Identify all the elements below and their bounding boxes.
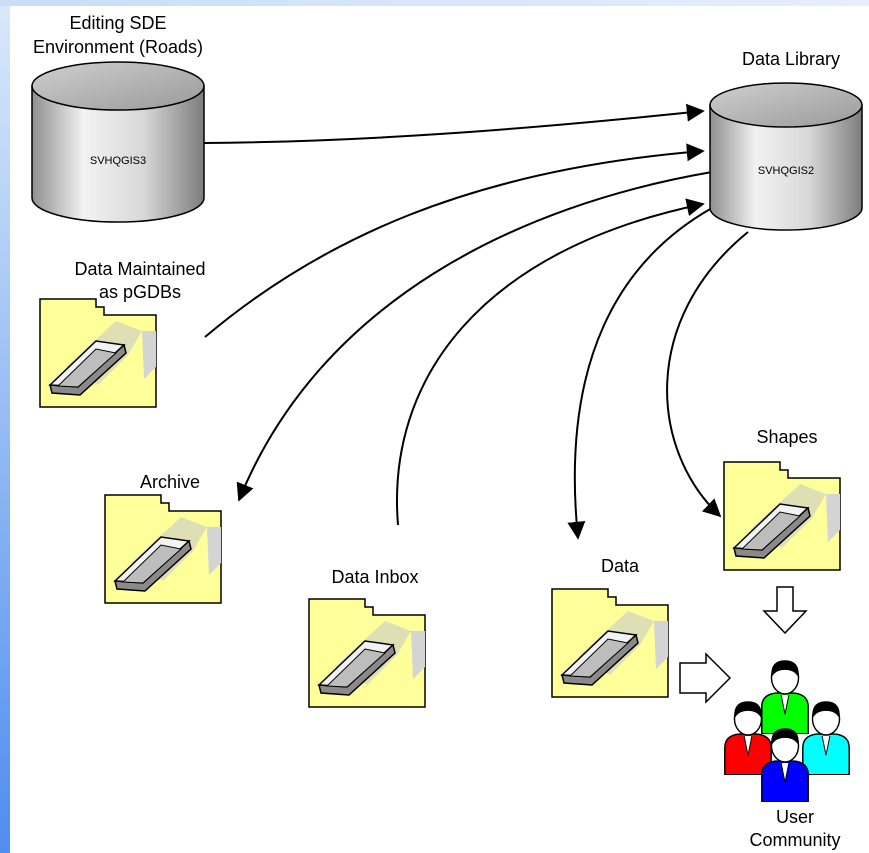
data-inbox-label: Data Inbox (331, 567, 419, 587)
person-icon (761, 659, 809, 734)
users-group-icon[interactable] (724, 659, 850, 802)
slide-sidebar (0, 0, 10, 853)
edge-library-to-archive (236, 171, 713, 502)
editing-sde-label-line2: Environment (Roads) (32, 37, 204, 57)
user-community-label-line1: User (775, 807, 814, 827)
edge-pgdb-to-library (204, 143, 705, 338)
folder-icon[interactable] (308, 598, 426, 708)
editing-sde-label-line1: Editing SDE (69, 13, 167, 33)
data-library-server-label: SVHQGIS2 (757, 165, 815, 177)
edge-sde-to-library (203, 103, 705, 144)
database-icon (31, 85, 205, 223)
database-icon (709, 104, 863, 231)
data-maintained-label-line1: Data Maintained (74, 259, 206, 279)
data-label: Data (600, 556, 640, 576)
editing-sde-server-label: SVHQGIS3 (89, 155, 147, 167)
folder-icon[interactable] (104, 494, 222, 604)
slide-top-border (0, 0, 869, 6)
shapes-label: Shapes (756, 427, 818, 447)
block-arrow-shapes-to-users (762, 586, 808, 635)
user-community-label-line2: Community (749, 830, 841, 850)
edges (203, 103, 749, 540)
data-library-database[interactable] (709, 82, 863, 231)
folder-icon[interactable] (723, 461, 841, 571)
folder-icon[interactable] (39, 298, 157, 408)
block-arrow-data-to-users (679, 652, 732, 704)
editing-sde-database[interactable] (31, 61, 205, 223)
edge-library-to-shapes (666, 231, 749, 518)
person-icon (802, 700, 850, 775)
archive-label: Archive (139, 472, 201, 492)
edge-library-to-data (567, 207, 713, 540)
edge-inbox-to-library (396, 198, 705, 526)
folder-icon[interactable] (551, 588, 669, 698)
data-maintained-label-line2: as pGDBs (98, 282, 182, 302)
data-library-label: Data Library (741, 49, 841, 69)
